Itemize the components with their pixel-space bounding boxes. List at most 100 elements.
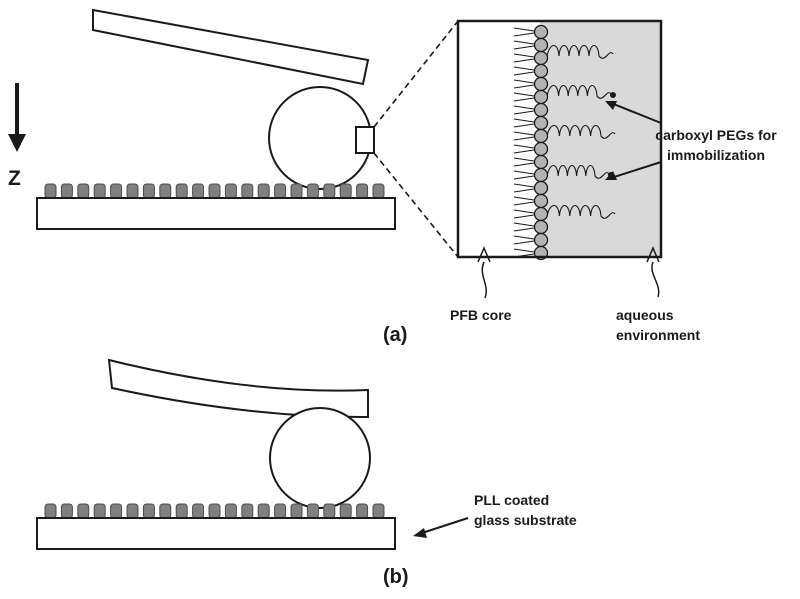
environment-pointer — [646, 246, 660, 298]
peg-chain — [546, 164, 610, 179]
lipid-head — [533, 115, 549, 131]
pll-bump — [257, 503, 270, 519]
pll-bump — [142, 503, 155, 519]
lipid-tail — [513, 79, 535, 84]
lipid-heads — [533, 24, 549, 261]
lipid-tail — [513, 157, 535, 162]
lipid-tail — [513, 66, 535, 71]
pll-bump — [192, 503, 205, 519]
inset-border — [456, 19, 663, 259]
pll-bump — [241, 183, 254, 199]
pll-bump — [175, 503, 188, 519]
pll-bump — [274, 503, 287, 519]
pll-bump — [110, 503, 123, 519]
lipid-tail — [513, 123, 535, 128]
substrate-arrow — [413, 517, 469, 538]
environment-label-line1: aqueous — [616, 307, 674, 323]
peg-chain — [546, 204, 616, 219]
lipid-tails — [513, 27, 535, 258]
pll-bump — [60, 183, 73, 199]
lipid-tail — [513, 53, 535, 58]
lipid-tail — [513, 240, 535, 245]
lipid-head — [533, 89, 549, 105]
lipid-head — [533, 128, 549, 144]
lipid-tail — [513, 162, 535, 167]
lipid-tail — [513, 136, 535, 141]
pll-bump — [44, 183, 57, 199]
pll-bump — [60, 503, 73, 519]
zoom-box — [355, 126, 375, 154]
pll-bump — [159, 183, 172, 199]
lipid-tail — [513, 248, 535, 253]
lipid-tail — [513, 149, 535, 154]
pll-bump — [126, 503, 139, 519]
pll-coating-a — [44, 183, 385, 199]
lipid-head — [533, 193, 549, 209]
lipid-head — [533, 232, 549, 248]
pll-bump — [93, 183, 106, 199]
pll-bump — [356, 503, 369, 519]
pll-bump — [44, 503, 57, 519]
lipid-tail — [513, 201, 535, 206]
microbubble-b — [269, 407, 371, 509]
panel-a-label: (a) — [383, 324, 407, 346]
lipid-tail — [513, 227, 535, 232]
lipid-tail — [513, 188, 535, 193]
pll-bump — [290, 183, 303, 199]
lipid-tail — [513, 84, 535, 89]
lipid-head — [533, 24, 549, 40]
zoom-line-bottom — [373, 152, 459, 258]
pll-bump — [175, 183, 188, 199]
inset-membrane — [456, 19, 663, 261]
aqueous-region — [540, 21, 661, 257]
lipid-tail — [513, 71, 535, 76]
lipid-tail — [513, 97, 535, 102]
glass-substrate-a — [36, 197, 396, 230]
pll-bump — [77, 503, 90, 519]
pll-bump — [93, 503, 106, 519]
lipid-head — [533, 154, 549, 170]
lipid-tail — [513, 196, 535, 201]
pll-bump — [356, 183, 369, 199]
pll-bump — [159, 503, 172, 519]
lipid-head — [533, 167, 549, 183]
cantilever-b — [107, 358, 369, 419]
lipid-tail — [513, 32, 535, 37]
lipid-tail — [513, 175, 535, 180]
peg-chain — [546, 84, 612, 99]
environment-label-line2: environment — [616, 327, 700, 343]
pll-bump — [208, 503, 221, 519]
pll-bump — [339, 503, 352, 519]
glass-substrate-b — [36, 517, 396, 550]
lipid-head — [533, 141, 549, 157]
lipid-tail — [513, 45, 535, 50]
cantilever-a — [92, 8, 370, 86]
lipid-head — [533, 50, 549, 66]
substrate-label-line2: glass substrate — [474, 512, 577, 528]
pll-bump — [126, 183, 139, 199]
pll-bump — [323, 503, 336, 519]
pll-bump — [224, 503, 237, 519]
pll-bump — [241, 503, 254, 519]
lipid-head — [533, 102, 549, 118]
pll-bump — [372, 183, 385, 199]
lipid-tail — [513, 118, 535, 123]
pll-coating-b — [44, 503, 385, 519]
lipid-head — [533, 37, 549, 53]
lipid-tail — [513, 92, 535, 97]
lipid-head — [533, 76, 549, 92]
lipid-tail — [513, 235, 535, 240]
lipid-tail — [513, 40, 535, 45]
core-pointer — [477, 246, 491, 299]
lipid-tail — [513, 131, 535, 136]
peg-chain — [546, 44, 614, 59]
pll-bump — [306, 503, 319, 519]
pll-bump — [339, 183, 352, 199]
lipid-head — [533, 63, 549, 79]
panel-a: Z carboxyl PEGs for immobilizati — [8, 8, 777, 346]
lipid-tail — [513, 209, 535, 214]
pll-bump — [274, 183, 287, 199]
core-label: PFB core — [450, 307, 512, 323]
panel-b: PLL coated glass substrate (b) — [36, 358, 577, 588]
